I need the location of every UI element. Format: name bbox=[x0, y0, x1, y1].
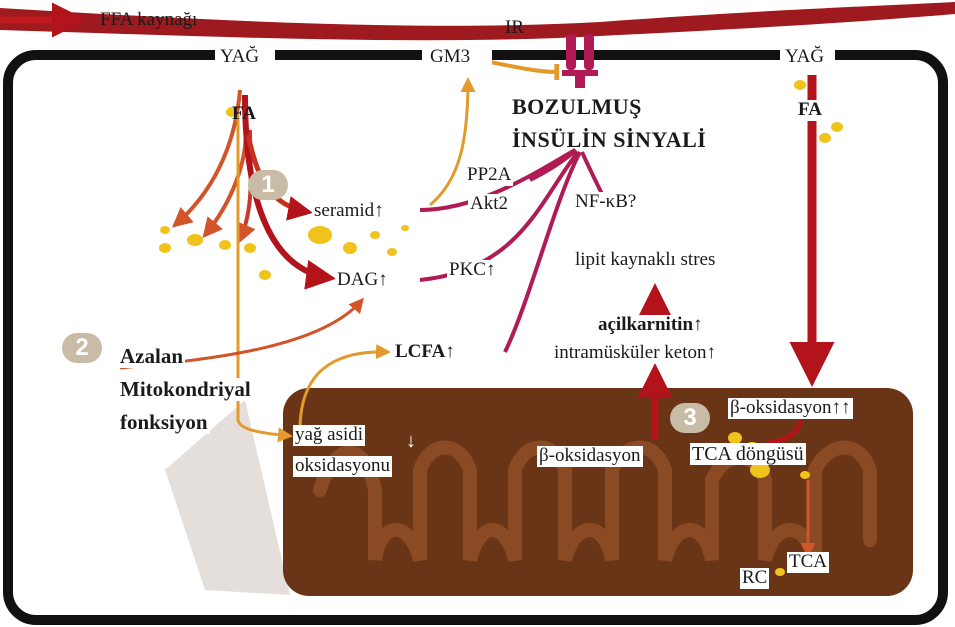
lcfa-label: LCFA↑ bbox=[393, 342, 457, 363]
decreased-mito-line1: Azalan bbox=[118, 345, 185, 368]
nfkb-label: NF-κB? bbox=[573, 192, 638, 213]
fat-left-label: YAĞ bbox=[218, 47, 261, 68]
rc-label: RC bbox=[740, 568, 769, 589]
ir-label: IR bbox=[505, 18, 524, 39]
decreased-mito-line2: Mitokondriyal bbox=[118, 378, 253, 401]
intramuscular-ketone-label: intramüsküler keton↑ bbox=[552, 343, 718, 364]
fa-left-label: FA bbox=[232, 104, 256, 125]
fa-right-label: FA bbox=[796, 100, 824, 121]
impaired-signal-line1: BOZULMUŞ bbox=[512, 95, 642, 119]
beta-ox-mid-label: β-oksidasyon bbox=[537, 446, 643, 467]
lipid-stress-label: lipit kaynaklı stres bbox=[573, 250, 717, 271]
badge-three: 3 bbox=[670, 403, 710, 433]
gm3-label: GM3 bbox=[428, 47, 472, 68]
fatty-acid-ox-line1: yağ asidi bbox=[293, 425, 365, 446]
acylcarnitine-label: açilkarnitin↑ bbox=[596, 315, 705, 336]
beta-ox-right-label: β-oksidasyon↑↑ bbox=[728, 398, 853, 419]
fat-right-label: YAĞ bbox=[783, 47, 826, 68]
tca-label: TCA bbox=[787, 552, 829, 573]
tca-cycle-label: TCA döngüsü bbox=[690, 443, 806, 465]
ceramide-label: seramid↑ bbox=[312, 201, 386, 222]
decreased-mito-line3: fonksiyon bbox=[118, 411, 210, 434]
fatty-acid-ox-line2: oksidasyonu bbox=[293, 456, 392, 477]
ffa-source-label: FFA kaynağı bbox=[100, 10, 197, 31]
gm3-inhibits-ir bbox=[490, 62, 556, 72]
badge-one: 1 bbox=[248, 170, 288, 200]
pkc-label: PKC↑ bbox=[447, 260, 497, 281]
fatty-acid-ox-down-arrow: ↓ bbox=[406, 430, 416, 452]
dag-label: DAG↑ bbox=[335, 270, 390, 291]
badge-two: 2 bbox=[62, 333, 102, 363]
pp2a-label: PP2A bbox=[465, 165, 513, 186]
akt2-label: Akt2 bbox=[468, 194, 510, 215]
insulin-receptor-icon bbox=[562, 34, 598, 88]
ceramide-to-gm3-arrow bbox=[430, 80, 468, 205]
impaired-signal-line2: İNSÜLİN SİNYALİ bbox=[512, 128, 706, 152]
